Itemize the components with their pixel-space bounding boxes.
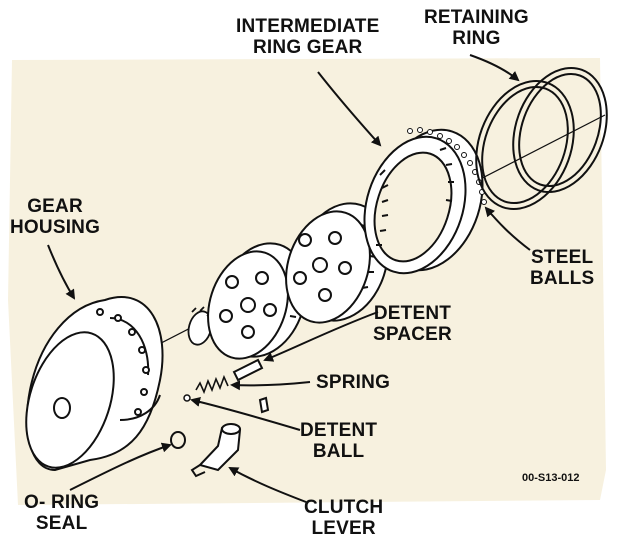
arrow-clutch-lever [228, 467, 307, 503]
label-detent-spacer-line1: DETENT [373, 303, 452, 324]
label-spring: SPRING [316, 372, 390, 393]
label-detent-ball-line1: DETENT [300, 420, 378, 441]
figure-code: 00-S13-012 [522, 472, 580, 484]
label-spring-line1: SPRING [316, 372, 391, 393]
label-gear-housing-line2: HOUSING [10, 217, 101, 238]
arrow-spring [230, 380, 311, 391]
arrow-intermediate-ring-gear [317, 71, 382, 147]
label-intermediate-ring-gear: INTERMEDIATE RING GEAR [236, 16, 380, 58]
label-intermediate-ring-gear-line2: RING GEAR [253, 37, 363, 58]
label-detent-ball: DETENT BALL [300, 420, 377, 462]
arrow-o-ring-seal [69, 442, 172, 491]
label-retaining-ring-line2: RING [452, 28, 501, 49]
arrow-gear-housing [47, 244, 76, 300]
intermediate-ring-gear-part [363, 128, 484, 275]
label-clutch-lever-line1: CLUTCH [304, 497, 384, 518]
o-ring-seal-part [170, 431, 186, 449]
label-clutch-lever-line2: LEVER [311, 518, 376, 539]
label-steel-balls-line2: BALLS [530, 268, 595, 289]
arrow-detent-ball [190, 397, 301, 431]
label-steel-balls-line1: STEEL [531, 247, 594, 268]
arrow-retaining-ring [469, 54, 520, 82]
detent-spacer-part [232, 358, 264, 382]
label-retaining-ring: RETAINING RING [424, 7, 529, 49]
planet-carrier-front [207, 242, 307, 360]
arrow-steel-balls [484, 206, 531, 251]
label-detent-spacer: DETENT SPACER [373, 303, 452, 345]
label-gear-housing: GEAR HOUSING [10, 196, 100, 238]
label-intermediate-ring-gear-line1: INTERMEDIATE [236, 16, 380, 37]
label-gear-housing-line1: GEAR [27, 196, 83, 217]
label-o-ring-seal-line2: SEAL [35, 513, 88, 534]
label-o-ring-seal: O- RING SEAL [24, 492, 99, 534]
label-retaining-ring-line1: RETAINING [424, 7, 529, 28]
leader-arrows [47, 54, 531, 503]
label-steel-balls: STEEL BALLS [530, 247, 594, 289]
gear-housing-part [25, 296, 164, 472]
retaining-ring-part [475, 67, 608, 210]
label-detent-spacer-line2: SPACER [373, 324, 452, 345]
label-clutch-lever: CLUTCH LEVER [304, 497, 383, 539]
detent-ball-part [183, 394, 191, 402]
clutch-lever-part [190, 396, 270, 478]
label-o-ring-seal-line1: O- RING [24, 492, 100, 513]
spring-part [195, 374, 229, 395]
arrow-detent-spacer [263, 311, 379, 362]
label-detent-ball-line2: BALL [312, 441, 365, 462]
